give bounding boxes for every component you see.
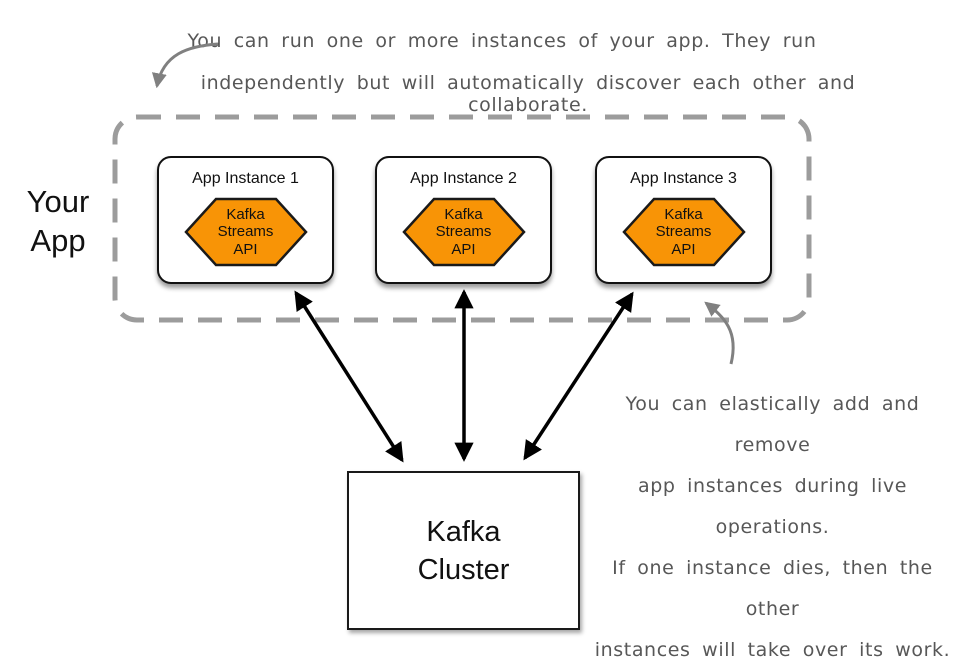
hexagon-icon [621, 197, 746, 267]
app-instance-2-title: App Instance 2 [410, 170, 517, 187]
hexagon-shape [183, 197, 308, 267]
app-instance-2-box: App Instance 2 Kafka Streams API [375, 156, 552, 284]
app-instance-3-box: App Instance 3 Kafka Streams API [595, 156, 772, 284]
kafka-streams-api-label-2: Kafka Streams API [435, 205, 492, 258]
kafka-cluster-box: Kafka Cluster [347, 471, 580, 630]
kafka-streams-api-hexagon-1: Kafka Streams API [183, 196, 308, 268]
kafka-streams-api-hexagon-3: Kafka Streams API [621, 196, 746, 268]
bidirectional-arrow-instance1-cluster [294, 290, 404, 463]
your-app-label: Your App [26, 184, 90, 258]
curved-arrow-icon-right [704, 301, 735, 365]
kafka-streams-api-hexagon-2: Kafka Streams API [401, 196, 526, 268]
app-instance-1-box: App Instance 1 Kafka Streams API [157, 156, 334, 284]
hexagon-icon [401, 197, 526, 267]
hexagon-shape [621, 197, 746, 267]
hexagon-shape [401, 197, 526, 267]
annotation-right-line4: instances will take over its work. [594, 639, 951, 661]
annotation-right: You can elastically add and remove app i… [585, 384, 960, 661]
app-instance-1-title: App Instance 1 [192, 170, 299, 187]
hexagon-icon [183, 197, 308, 267]
annotation-right-line1: You can elastically add and remove [625, 393, 920, 456]
annotation-top-line2: independently but will automatically dis… [200, 72, 856, 116]
app-instance-3-title: App Instance 3 [630, 170, 737, 187]
kafka-streams-api-label-1: Kafka Streams API [217, 205, 274, 258]
annotation-top-line1: You can run one or more instances of you… [187, 30, 817, 52]
annotation-right-line3: If one instance dies, then the other [612, 557, 933, 620]
kafka-streams-api-label-3: Kafka Streams API [655, 205, 712, 258]
annotation-right-line2: app instances during live operations. [637, 475, 908, 538]
